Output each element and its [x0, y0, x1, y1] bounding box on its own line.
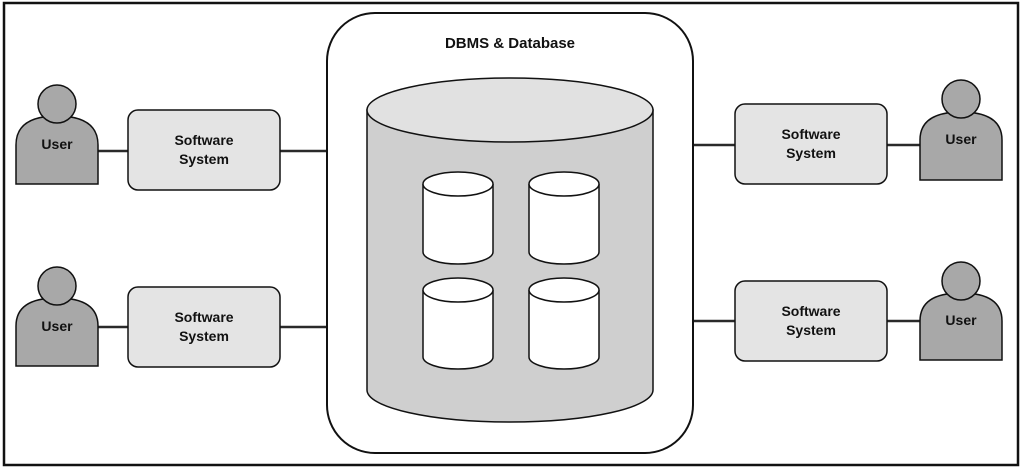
user-person-icon-bottom-left: User: [15, 266, 99, 367]
small-db-cylinder-icon: [422, 277, 494, 370]
user-label: User: [41, 318, 73, 334]
software-system-label: Software: [781, 126, 840, 142]
software-system-box-top-left: Software System: [127, 109, 281, 191]
user-person-icon-top-right: User: [919, 79, 1003, 181]
software-system-label: Software: [174, 132, 233, 148]
software-system-box-bottom-left: Software System: [127, 286, 281, 368]
software-system-label: System: [786, 145, 836, 161]
software-system-label: System: [179, 151, 229, 167]
user-person-icon-top-left: User: [15, 84, 99, 185]
user-label: User: [945, 312, 977, 328]
connectors: [98, 143, 920, 329]
software-system-label: System: [179, 328, 229, 344]
small-db-cylinder-icon: [528, 171, 600, 265]
small-db-cylinder-icon: [528, 277, 600, 370]
software-system-label: Software: [174, 309, 233, 325]
user-label: User: [945, 131, 977, 147]
software-system-label: System: [786, 322, 836, 338]
user-person-icon-bottom-right: User: [919, 261, 1003, 361]
dbms-title: DBMS & Database: [445, 35, 575, 52]
database-cylinder-icon: [366, 77, 654, 423]
small-db-cylinder-icon: [422, 171, 494, 265]
software-system-box-top-right: Software System: [734, 103, 888, 185]
software-system-box-bottom-right: Software System: [734, 280, 888, 362]
user-label: User: [41, 136, 73, 152]
software-system-label: Software: [781, 303, 840, 319]
